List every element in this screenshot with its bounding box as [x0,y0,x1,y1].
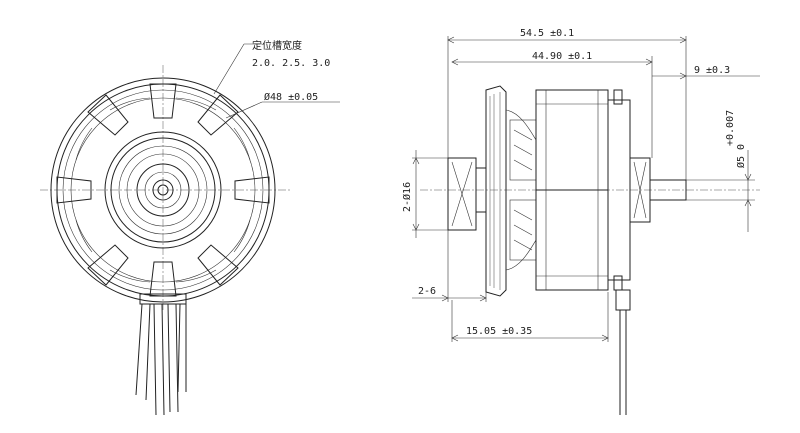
slot-width-values: 2.0. 2.5. 3.0 [252,58,330,69]
slot-width-title: 定位槽宽度 [252,39,302,52]
dim-shaft-diameter: Ø5 0 [735,144,747,168]
dim-face-length: 15.05 ±0.35 [466,326,532,337]
dim-slot-count: 2-6 [418,286,436,297]
lead-wires [135,303,187,416]
outer-diameter-label: Ø48 ±0.05 [264,91,318,103]
dim-shaft-tolerance: +0.007 [725,110,736,146]
dim-body-length: 44.90 ±0.1 [532,51,592,62]
dim-shaft-extension: 9 ±0.3 [694,65,730,76]
side-view [420,85,760,415]
front-view [40,43,340,416]
dimension-lines [412,36,760,342]
stator-slots [56,83,270,297]
dim-overall-length: 54.5 ±0.1 [520,28,574,39]
dim-hole-diameter: 2-Ø16 [401,182,413,212]
